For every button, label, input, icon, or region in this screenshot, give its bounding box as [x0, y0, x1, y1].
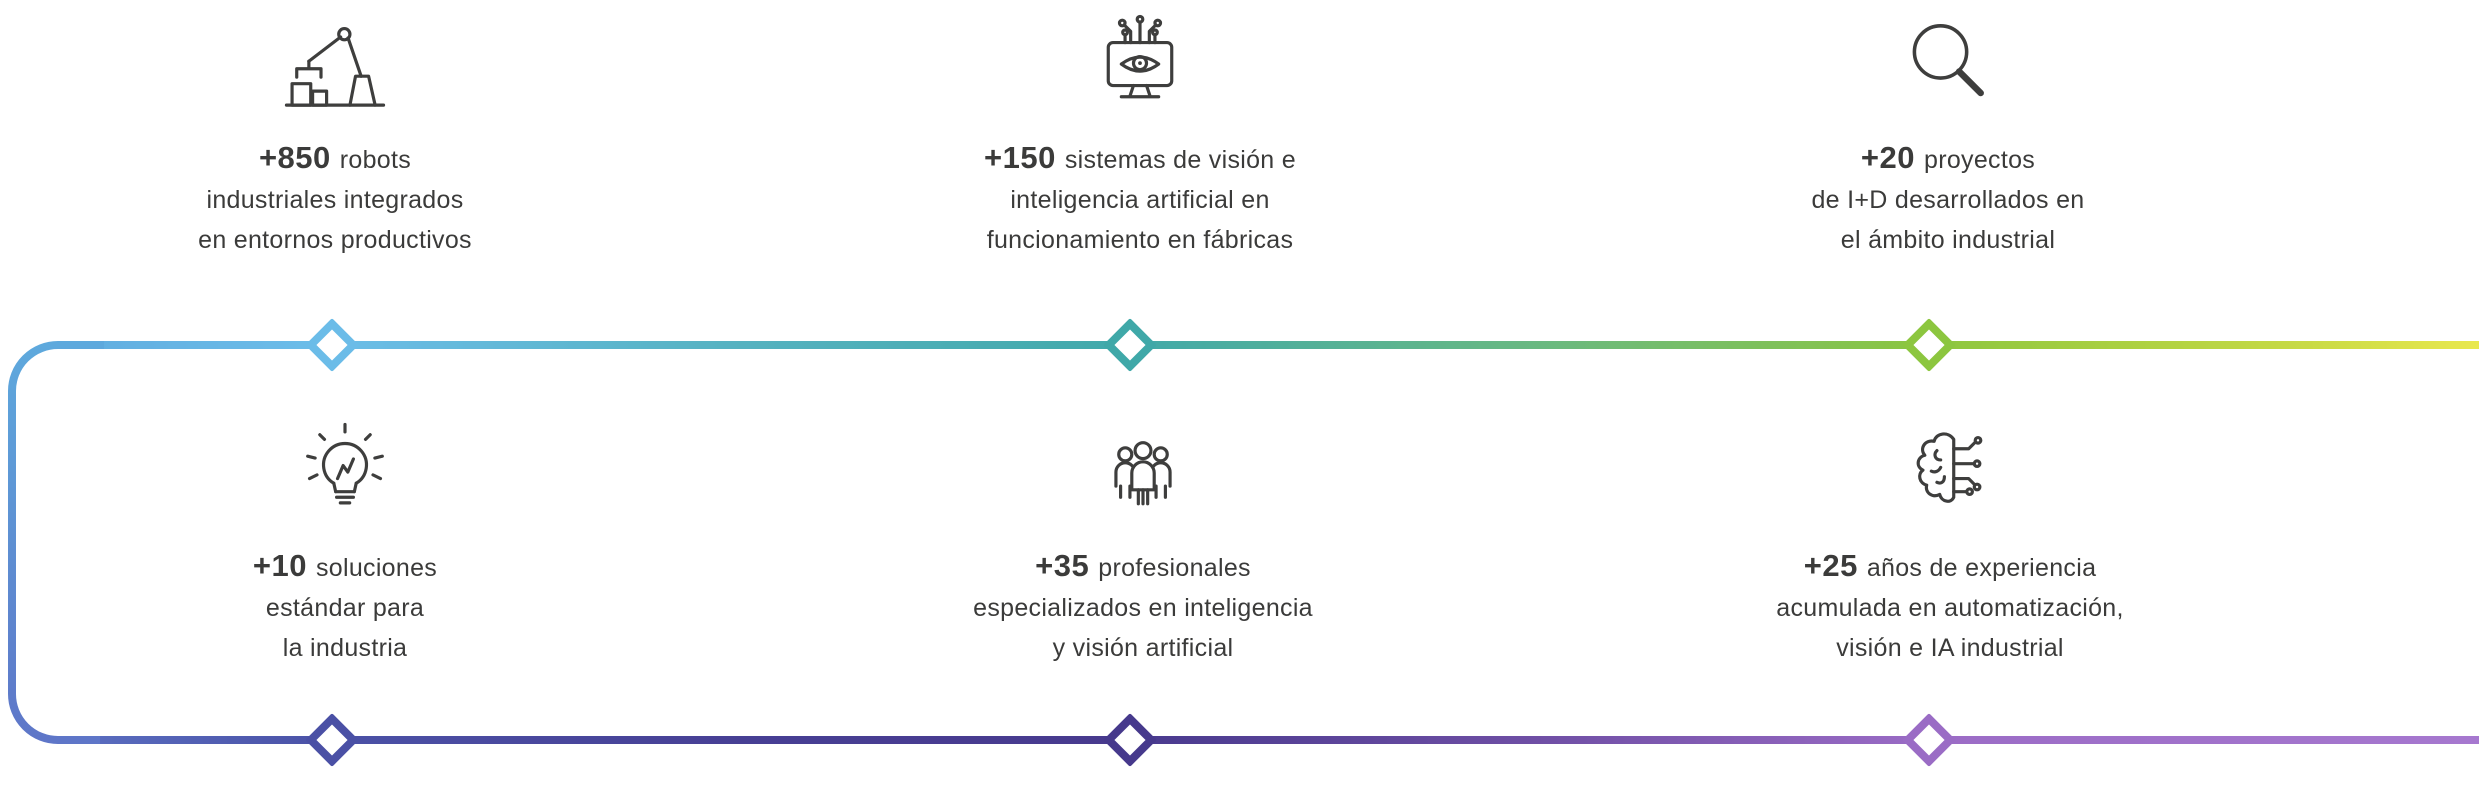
- stat-soluciones: +10 soluciones estándar para la industria: [65, 412, 625, 668]
- stat-line: industriales integrados: [206, 186, 464, 214]
- stat-line: +150 sistemas de visión e: [860, 138, 1420, 180]
- stat-label: años de experiencia: [1866, 554, 2097, 582]
- stat-line: inteligencia artificial en: [1010, 186, 1270, 214]
- stat-line: funcionamiento en fábricas: [986, 226, 1294, 254]
- stat-line: +25 años de experiencia: [1670, 546, 2230, 588]
- stat-line: estándar para: [265, 594, 425, 622]
- vision-system-icon: [860, 4, 1420, 126]
- magnifier-icon: [1668, 4, 2228, 126]
- stat-number: +35: [1035, 548, 1090, 583]
- stat-proyectos-idi: +20 proyectos de I+D desarrollados en el …: [1668, 4, 2228, 260]
- stat-line: y visión artificial: [1052, 634, 1234, 662]
- stat-label: proyectos: [1924, 146, 2036, 174]
- stat-line: el ámbito industrial: [1840, 226, 2056, 254]
- stat-line: acumulada en automatización,: [1776, 594, 2124, 622]
- stat-robots: +850 robots industriales integrados en en…: [55, 4, 615, 260]
- stat-label: profesionales: [1098, 554, 1251, 582]
- stat-line: en entornos productivos: [198, 226, 472, 254]
- stat-label: sistemas de visión e: [1064, 146, 1296, 174]
- stat-line: especializados en inteligencia: [973, 594, 1313, 622]
- robot-arm-icon: [55, 4, 615, 126]
- stat-line: +850 robots: [55, 138, 615, 180]
- stat-number: +20: [1860, 140, 1915, 175]
- stat-label: soluciones: [315, 554, 438, 582]
- stat-line: +35 profesionales: [863, 546, 1423, 588]
- stat-number: +850: [258, 140, 331, 175]
- stat-number: +25: [1803, 548, 1858, 583]
- stat-line: visión e IA industrial: [1836, 634, 2064, 662]
- stat-text: +35 profesionales especializados en intel…: [863, 546, 1423, 668]
- stat-text: +20 proyectos de I+D desarrollados en el …: [1668, 138, 2228, 260]
- stat-text: +850 robots industriales integrados en en…: [55, 138, 615, 260]
- team-icon: [863, 412, 1423, 534]
- stat-line: +20 proyectos: [1668, 138, 2228, 180]
- brain-circuit-icon: [1670, 412, 2230, 534]
- stat-line: la industria: [282, 634, 408, 662]
- stat-line: +10 soluciones: [65, 546, 625, 588]
- stat-vision: +150 sistemas de visión e inteligencia ar…: [860, 4, 1420, 260]
- stat-label: robots: [339, 146, 412, 174]
- timeline-left-curve: [8, 341, 104, 744]
- lightbulb-icon: [65, 412, 625, 534]
- stat-experiencia: +25 años de experiencia acumulada en auto…: [1670, 412, 2230, 668]
- stat-number: +10: [252, 548, 307, 583]
- stat-profesionales: +35 profesionales especializados en intel…: [863, 412, 1423, 668]
- stat-text: +10 soluciones estándar para la industria: [65, 546, 625, 668]
- stat-line: de I+D desarrollados en: [1811, 186, 2085, 214]
- stat-text: +150 sistemas de visión e inteligencia ar…: [860, 138, 1420, 260]
- stat-number: +150: [984, 140, 1056, 175]
- stat-text: +25 años de experiencia acumulada en auto…: [1670, 546, 2230, 668]
